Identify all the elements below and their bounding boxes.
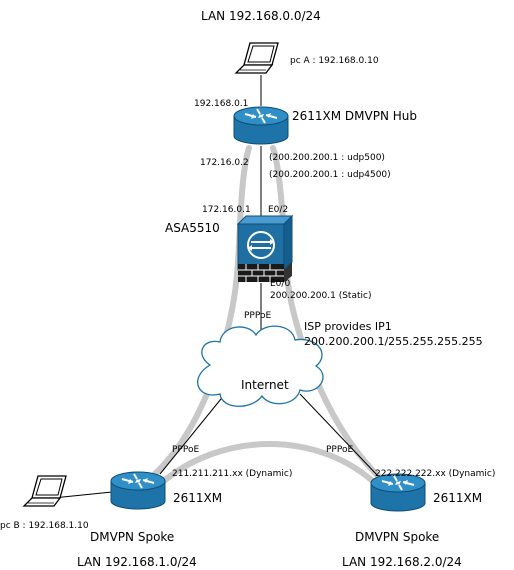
lan-spoke2-label: LAN 192.168.2.0/24 — [342, 555, 462, 569]
pc-a-label: pc A : 192.168.0.10 — [290, 56, 379, 66]
spoke1-name: DMVPN Spoke — [90, 530, 174, 544]
nat-udp500: (200.200.200.1 : udp500) — [269, 153, 385, 163]
vpn-tunnel-paths — [137, 145, 395, 491]
asa-outside-ip: 200.200.200.1 (Static) — [270, 291, 371, 301]
asa-e02-label: E0/2 — [268, 205, 288, 215]
hub-wan-ip: 172.16.0.2 — [200, 158, 249, 168]
laptop-icon — [23, 475, 67, 507]
lan-spoke1-label: LAN 192.168.1.0/24 — [77, 555, 197, 569]
spoke1-model: 2611XM — [173, 491, 222, 505]
asa-inside-ip: 172.16.0.1 — [202, 205, 251, 215]
spoke2-model: 2611XM — [433, 491, 482, 505]
asa-e00-label: E0/0 — [270, 279, 290, 289]
pc-b-label: pc B : 192.168.1.10 — [0, 521, 89, 531]
hub-lan-ip: 192.168.0.1 — [194, 99, 248, 109]
hub-name: 2611XM DMVPN Hub — [292, 109, 417, 123]
isp-line2: 200.200.200.1/255.255.255.255 — [304, 335, 483, 348]
lan-top-label: LAN 192.168.0.0/24 — [201, 9, 321, 23]
tunnel-hub-spoke2 — [270, 145, 395, 491]
nat-udp4500: (200.200.200.1 : udp4500) — [269, 170, 391, 180]
spoke2-name: DMVPN Spoke — [355, 530, 439, 544]
router-icon — [110, 471, 166, 510]
spoke2-ip: 222.222.222.xx (Dynamic) — [375, 469, 495, 479]
pppoe-right-label: PPPoE — [326, 445, 353, 455]
pppoe-top-label: PPPoE — [244, 311, 271, 321]
tunnel-hub-spoke1 — [137, 145, 252, 489]
asa-name: ASA5510 — [165, 221, 220, 235]
internet-label: Internet — [241, 378, 289, 392]
pppoe-left-label: PPPoE — [172, 445, 199, 455]
router-icon — [370, 473, 426, 512]
router-icon — [233, 106, 289, 145]
tunnel-spoke1-spoke2 — [155, 441, 381, 489]
firewall-icon — [236, 214, 294, 282]
laptop-icon — [235, 42, 279, 74]
isp-line1: ISP provides IP1 — [304, 320, 392, 333]
spoke1-ip: 211.211.211.xx (Dynamic) — [172, 469, 292, 479]
physical-links — [52, 75, 379, 499]
cloud-icon — [197, 325, 324, 407]
